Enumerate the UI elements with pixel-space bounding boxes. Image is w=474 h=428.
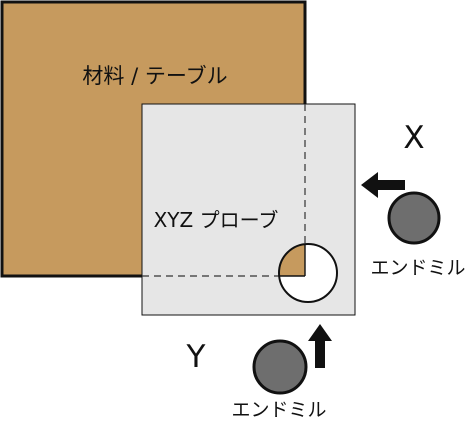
material-table-label: 材料 / テーブル — [82, 64, 227, 88]
end-mill-right — [387, 191, 441, 245]
end-mill-bottom — [252, 339, 308, 395]
end-mill-bottom-label: エンドミル — [231, 399, 326, 421]
end-mill-right-label: エンドミル — [370, 257, 465, 279]
axis-x-label: X — [403, 120, 424, 156]
axis-y-label: Y — [186, 339, 206, 375]
xyz-probe-label: XYZ プローブ — [154, 208, 279, 232]
arrow-up-icon — [308, 324, 332, 368]
probe-hole-outline — [278, 243, 338, 303]
arrow-left-icon — [361, 172, 405, 198]
